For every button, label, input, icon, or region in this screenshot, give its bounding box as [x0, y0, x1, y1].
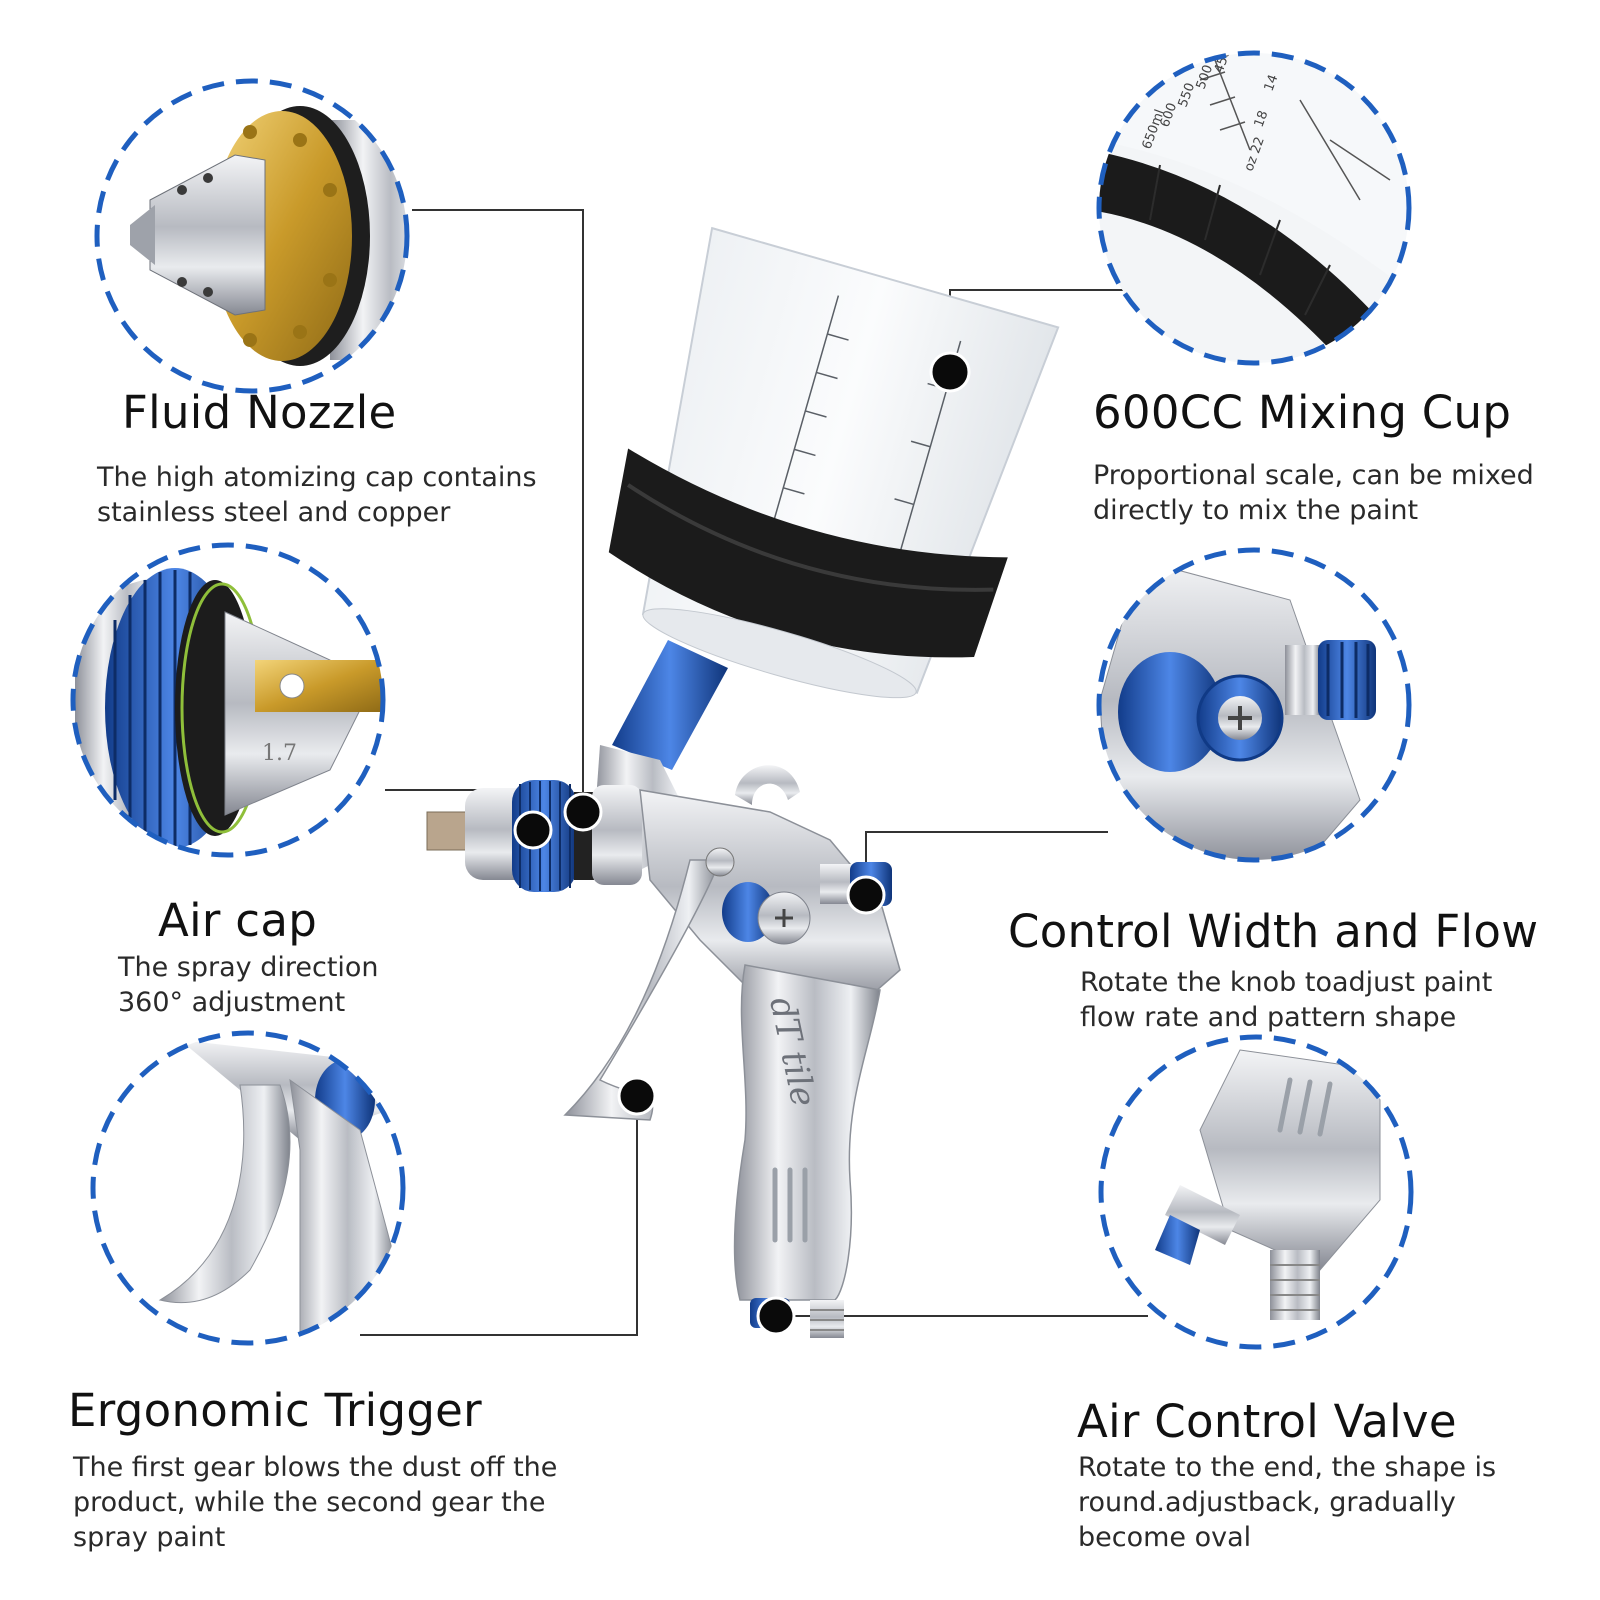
desc-line: spray paint: [73, 1522, 226, 1553]
cup-stem: [612, 640, 728, 770]
dot-trigger: [617, 1076, 657, 1116]
mixing-cup-description: Proportional scale, can be mixed directl…: [1093, 458, 1534, 528]
detail-circle-fluid-nozzle: [94, 78, 410, 394]
leader-control: [865, 831, 1108, 895]
desc-line: stainless steel and copper: [97, 497, 451, 528]
trigger-description: The first gear blows the dust off the pr…: [73, 1450, 557, 1555]
dot-air-cap: [513, 810, 553, 850]
detail-circle-air-valve: [1098, 1034, 1414, 1350]
detail-circle-control: [1096, 547, 1412, 863]
air-valve-description: Rotate to the end, the shape is round.ad…: [1078, 1450, 1496, 1555]
spray-gun: dT tile: [426, 226, 1060, 1338]
air-valve-title: Air Control Valve: [1077, 1395, 1457, 1448]
desc-line: Rotate the knob toadjust paint: [1080, 967, 1493, 998]
desc-line: The high atomizing cap contains: [97, 462, 537, 493]
desc-line: flow rate and pattern shape: [1080, 1002, 1457, 1033]
desc-line: 360° adjustment: [118, 987, 346, 1018]
air-cap-size-label: 1.7: [262, 741, 297, 766]
desc-line: Proportional scale, can be mixed: [1093, 460, 1534, 491]
air-cap-description: The spray direction 360° adjustment: [118, 950, 379, 1020]
callout-dots: [513, 351, 971, 1336]
dot-control: [846, 875, 886, 915]
desc-line: become oval: [1078, 1522, 1252, 1553]
cup-scale-label: 14: [1262, 73, 1282, 94]
air-cap-title: Air cap: [158, 894, 318, 947]
dot-fluid-nozzle: [563, 792, 603, 832]
fluid-nozzle-description: The high atomizing cap contains stainles…: [97, 460, 537, 530]
desc-line: The spray direction: [118, 952, 379, 983]
fluid-nozzle-title: Fluid Nozzle: [122, 386, 397, 439]
desc-line: The first gear blows the dust off the: [73, 1452, 558, 1483]
detail-circle-trigger: [90, 1030, 406, 1346]
detail-circle-air-cap: 1.7: [70, 542, 386, 858]
dot-mixing-cup: [929, 351, 971, 393]
leader-lines: [360, 209, 1148, 1336]
control-title: Control Width and Flow: [1008, 905, 1539, 958]
trigger-title: Ergonomic Trigger: [68, 1384, 482, 1437]
desc-line: product, while the second gear the: [73, 1487, 546, 1518]
leader-trigger: [360, 1096, 638, 1336]
desc-line: round.adjustback, gradually: [1078, 1487, 1456, 1518]
control-description: Rotate the knob toadjust paint flow rate…: [1080, 965, 1492, 1035]
desc-line: Rotate to the end, the shape is: [1078, 1452, 1497, 1483]
detail-circle-mixing-cup: 650ml 600 550 500 450 oz 22 18 14: [1096, 50, 1412, 366]
dot-air-valve: [756, 1296, 796, 1336]
mixing-cup: [608, 226, 1060, 699]
leader-fluid-nozzle: [412, 209, 584, 812]
desc-line: directly to mix the paint: [1093, 495, 1419, 526]
cup-scale-label: 18: [1252, 109, 1272, 130]
mixing-cup-title: 600CC Mixing Cup: [1093, 386, 1512, 439]
